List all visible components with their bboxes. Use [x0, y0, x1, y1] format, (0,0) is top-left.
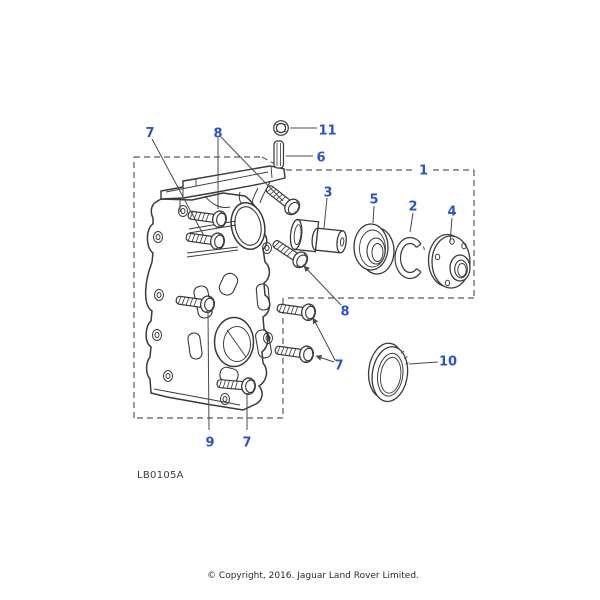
stud-drawing	[273, 140, 285, 169]
callout-5-bearing[interactable]: 5	[369, 193, 378, 208]
flange-drawing	[427, 233, 471, 289]
callout-9-bottom[interactable]: 9	[205, 436, 214, 451]
callout-8-top[interactable]: 8	[213, 127, 222, 142]
callout-10-seal[interactable]: 10	[439, 355, 457, 370]
callout-3-spacer[interactable]: 3	[323, 186, 332, 201]
callout-8-right[interactable]: 8	[340, 305, 349, 320]
callout-1-kit[interactable]: 1	[419, 164, 428, 179]
bolt-7-right-lower	[273, 341, 316, 364]
callout-2-circlip[interactable]: 2	[408, 200, 417, 215]
copyright-text: © Copyright, 2016. Jaguar Land Rover Lim…	[207, 571, 419, 581]
oil-seal-drawing	[367, 342, 409, 403]
callout-7-bottom[interactable]: 7	[242, 436, 251, 451]
bolt-7-right-upper	[275, 299, 318, 322]
callout-7-top-left[interactable]: 7	[145, 126, 154, 141]
flange-nut-drawing	[273, 120, 289, 136]
callout-numbers: 7 8 11 6 1 3 5 2 4 8 7 10 9 7	[145, 124, 457, 451]
leader-lines	[151, 127, 453, 431]
callout-11-nut[interactable]: 11	[318, 124, 336, 139]
circlip-drawing	[394, 236, 425, 280]
diagram-code: LB0105A	[137, 470, 184, 481]
spacer-drawing	[289, 218, 347, 254]
callout-4-flange[interactable]: 4	[447, 205, 456, 220]
callout-6-stud[interactable]: 6	[316, 151, 325, 166]
callout-7-right[interactable]: 7	[334, 359, 343, 374]
bearing-drawing	[353, 223, 395, 275]
timing-cover-drawing	[144, 165, 286, 411]
